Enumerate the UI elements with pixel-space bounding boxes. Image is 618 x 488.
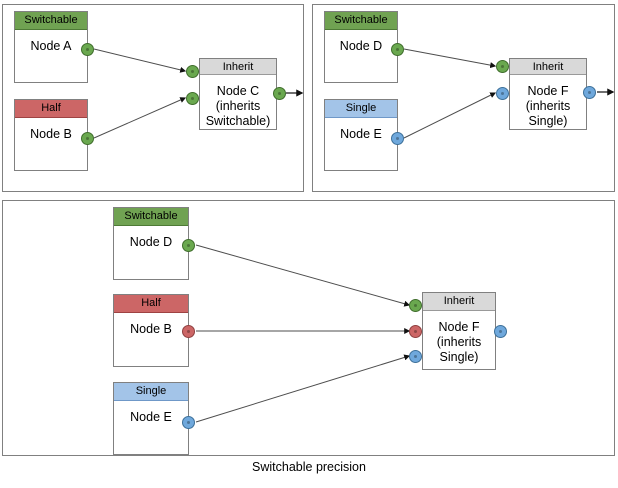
node-c-header: Inherit	[200, 59, 276, 75]
node-d-top-right[interactable]: Switchable Node D	[324, 11, 398, 83]
node-e-top-right-output-port[interactable]	[391, 132, 404, 145]
node-e-top-right-body: Node E	[340, 127, 382, 141]
node-f-top-right[interactable]: Inherit Node F (inherits Single)	[509, 58, 587, 130]
node-c-body: Node C (inherits Switchable)	[205, 84, 271, 128]
node-d-bottom-body: Node D	[129, 235, 173, 249]
node-a-output-port[interactable]	[81, 43, 94, 56]
node-f-bottom-header: Inherit	[423, 293, 495, 311]
node-d-bottom-header: Switchable	[114, 208, 188, 226]
node-b-top-left-body: Node B	[30, 127, 72, 141]
node-b-bottom-header: Half	[114, 295, 188, 313]
node-e-bottom-output-port[interactable]	[182, 416, 195, 429]
node-b-top-left[interactable]: Half Node B	[14, 99, 88, 171]
node-e-bottom-header: Single	[114, 383, 188, 401]
node-f-top-right-body: Node F (inherits Single)	[525, 84, 571, 128]
node-b-top-left-header: Half	[15, 100, 87, 118]
node-f-bottom-input-port-2[interactable]	[409, 325, 422, 338]
node-d-top-right-header: Switchable	[325, 12, 397, 30]
node-d-top-right-body: Node D	[339, 39, 383, 53]
panel-switchable-precision-summary	[2, 200, 615, 456]
node-f-top-right-input-port-2[interactable]	[496, 87, 509, 100]
node-f-bottom[interactable]: Inherit Node F (inherits Single)	[422, 292, 496, 370]
node-f-bottom-output-port[interactable]	[494, 325, 507, 338]
node-e-top-right[interactable]: Single Node E	[324, 99, 398, 171]
node-a-header: Switchable	[15, 12, 87, 30]
node-b-bottom-body: Node B	[130, 322, 172, 336]
node-b-top-left-output-port[interactable]	[81, 132, 94, 145]
node-b-bottom[interactable]: Half Node B	[113, 294, 189, 367]
node-e-top-right-header: Single	[325, 100, 397, 118]
node-c-output-port[interactable]	[273, 87, 286, 100]
node-e-bottom[interactable]: Single Node E	[113, 382, 189, 455]
node-f-bottom-input-port-3[interactable]	[409, 350, 422, 363]
node-f-bottom-body: Node F (inherits Single)	[436, 320, 482, 364]
node-f-top-right-output-port[interactable]	[583, 86, 596, 99]
node-e-bottom-body: Node E	[130, 410, 172, 424]
node-d-bottom[interactable]: Switchable Node D	[113, 207, 189, 280]
node-c-input-port-1[interactable]	[186, 65, 199, 78]
node-c-input-port-2[interactable]	[186, 92, 199, 105]
node-a-body: Node A	[30, 39, 72, 53]
diagram-caption: Switchable precision	[252, 460, 366, 474]
node-d-bottom-output-port[interactable]	[182, 239, 195, 252]
node-f-bottom-input-port-1[interactable]	[409, 299, 422, 312]
node-f-top-right-input-port-1[interactable]	[496, 60, 509, 73]
node-f-top-right-header: Inherit	[510, 59, 586, 75]
node-c[interactable]: Inherit Node C (inherits Switchable)	[199, 58, 277, 130]
node-a[interactable]: Switchable Node A	[14, 11, 88, 83]
node-d-top-right-output-port[interactable]	[391, 43, 404, 56]
node-b-bottom-output-port[interactable]	[182, 325, 195, 338]
